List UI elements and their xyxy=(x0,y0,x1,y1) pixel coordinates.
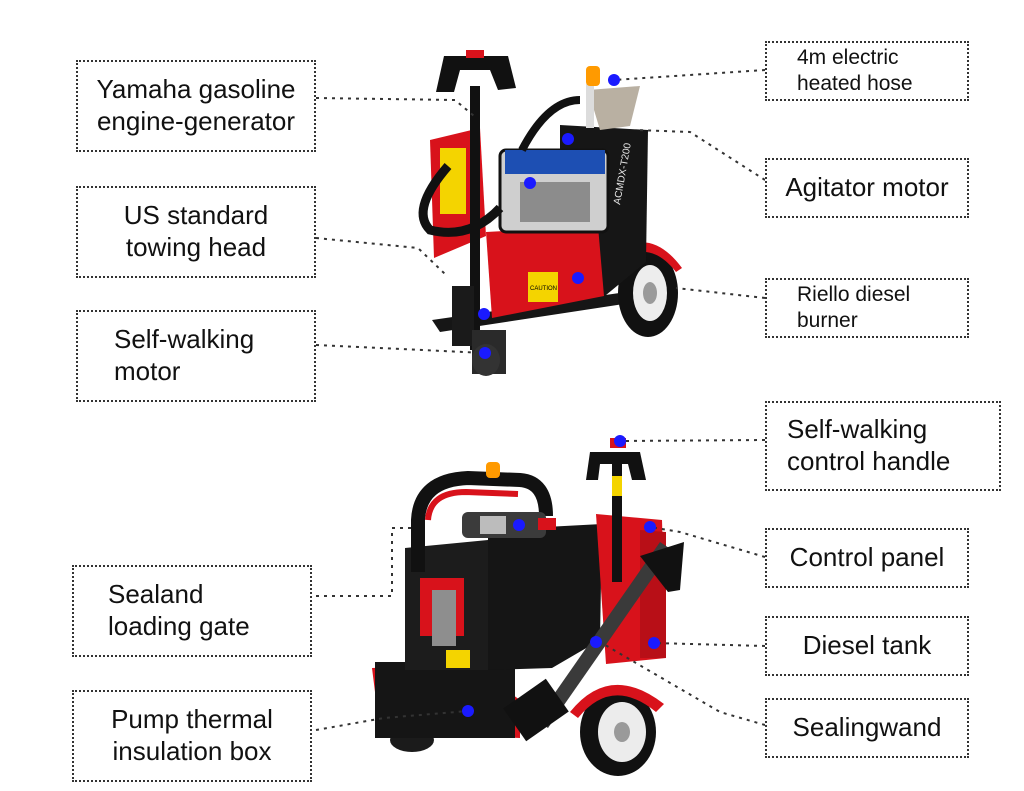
leader-diesel xyxy=(653,642,766,647)
leader-lines xyxy=(315,69,766,731)
marker-hose xyxy=(608,74,620,86)
pump-insulation-box xyxy=(375,662,515,738)
marker-gate xyxy=(513,519,525,531)
leader-towing xyxy=(315,237,446,275)
leader-agitator xyxy=(635,129,766,181)
caution-sticker xyxy=(528,272,558,302)
bottom-sealer-machine xyxy=(372,438,684,776)
marker-panel xyxy=(644,521,656,533)
markers xyxy=(462,74,660,717)
caution-text: CAUTION xyxy=(530,286,557,292)
label-diesel-tank: Diesel tank xyxy=(765,616,969,676)
bottom-wheel xyxy=(580,688,656,776)
label-agitator-motor: Agitator motor xyxy=(765,158,969,218)
marker-agitator xyxy=(562,133,574,145)
top-sealer-machine: ACMDX-T200 CAUTION xyxy=(418,50,682,376)
leader-selfmotor xyxy=(315,344,486,354)
marker-riello xyxy=(572,272,584,284)
leader-handle xyxy=(619,439,766,442)
leader-yamaha xyxy=(315,97,475,117)
label-control-panel: Control panel xyxy=(765,528,969,588)
label-sealing-wand: Sealingwand xyxy=(765,698,969,758)
leader-hose xyxy=(613,69,766,81)
marker-wand xyxy=(590,636,602,648)
leader-panel xyxy=(649,526,766,558)
marker-selfmotor xyxy=(479,347,491,359)
marker-diesel xyxy=(648,637,660,649)
marker-pumpbox xyxy=(462,705,474,717)
marker-yamaha xyxy=(524,177,536,189)
marker-handle xyxy=(614,435,626,447)
leader-gate xyxy=(316,527,412,597)
marker-towing xyxy=(478,308,490,320)
leader-riello xyxy=(675,287,766,299)
top-wheel xyxy=(618,249,678,337)
